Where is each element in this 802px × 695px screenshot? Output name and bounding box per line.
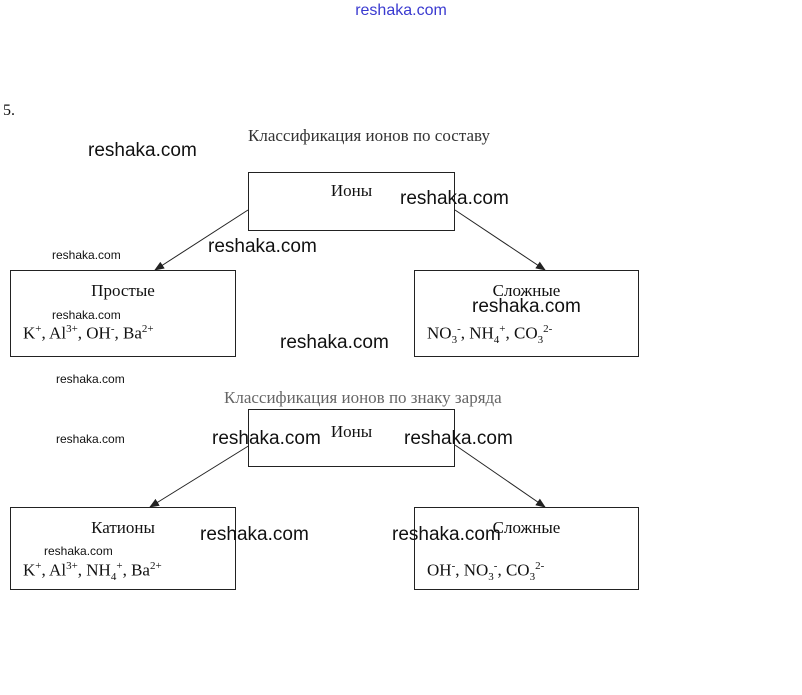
diagram1-title: Классификация ионов по составу	[248, 126, 490, 145]
watermark: reshaka.com	[208, 236, 317, 257]
watermark: reshaka.com	[400, 188, 509, 209]
watermark: reshaka.com	[404, 428, 513, 449]
diagram1-left-ions: K+, Al3+, OH-, Ba2+	[23, 323, 154, 343]
arrow-d1-left	[154, 209, 249, 271]
diagram1-right-ions: NO3-, NH4+, CO32-	[427, 323, 553, 347]
task-number: 5.	[3, 102, 15, 119]
arrow-d2-right	[454, 444, 546, 508]
watermark: reshaka.com	[56, 372, 125, 386]
diagram1-root-box: Ионы	[248, 172, 455, 231]
diagram2-right-ions: OH-, NO3-, CO32-	[427, 560, 545, 584]
watermark: reshaka.com	[280, 332, 389, 353]
diagram1-left-title: Простые	[91, 281, 155, 300]
watermark: reshaka.com	[472, 296, 581, 317]
top-watermark: reshaka.com	[355, 2, 447, 19]
watermark: reshaka.com	[392, 524, 501, 545]
diagram2-title: Классификация ионов по знаку заряда	[224, 388, 502, 407]
diagram1-left-box: Простые K+, Al3+, OH-, Ba2+	[10, 270, 236, 357]
diagram2-root-box: Ионы	[248, 409, 455, 467]
watermark: reshaka.com	[212, 428, 321, 449]
watermark: reshaka.com	[56, 432, 125, 446]
diagram2-left-ions: K+, Al3+, NH4+, Ba2+	[23, 560, 162, 584]
diagram1-right-box: Сложные NO3-, NH4+, CO32-	[414, 270, 639, 357]
diagram1-right-title: Сложные	[492, 281, 561, 300]
watermark: reshaka.com	[200, 524, 309, 545]
arrow-d1-right	[454, 209, 546, 271]
watermark: reshaka.com	[44, 544, 113, 558]
watermark: reshaka.com	[52, 248, 121, 262]
diagram2-right-title: Сложные	[492, 518, 561, 537]
diagram2-right-box: Сложные OH-, NO3-, CO32-	[414, 507, 639, 590]
diagram2-root-label: Ионы	[330, 422, 373, 441]
diagram2-left-box: Катионы K+, Al3+, NH4+, Ba2+	[10, 507, 236, 590]
diagram1-root-label: Ионы	[330, 181, 373, 200]
watermark: reshaka.com	[88, 140, 197, 161]
smear-band	[236, 340, 414, 360]
arrow-d2-left	[149, 444, 251, 508]
watermark: reshaka.com	[52, 308, 121, 322]
diagram2-left-title: Катионы	[91, 518, 155, 537]
